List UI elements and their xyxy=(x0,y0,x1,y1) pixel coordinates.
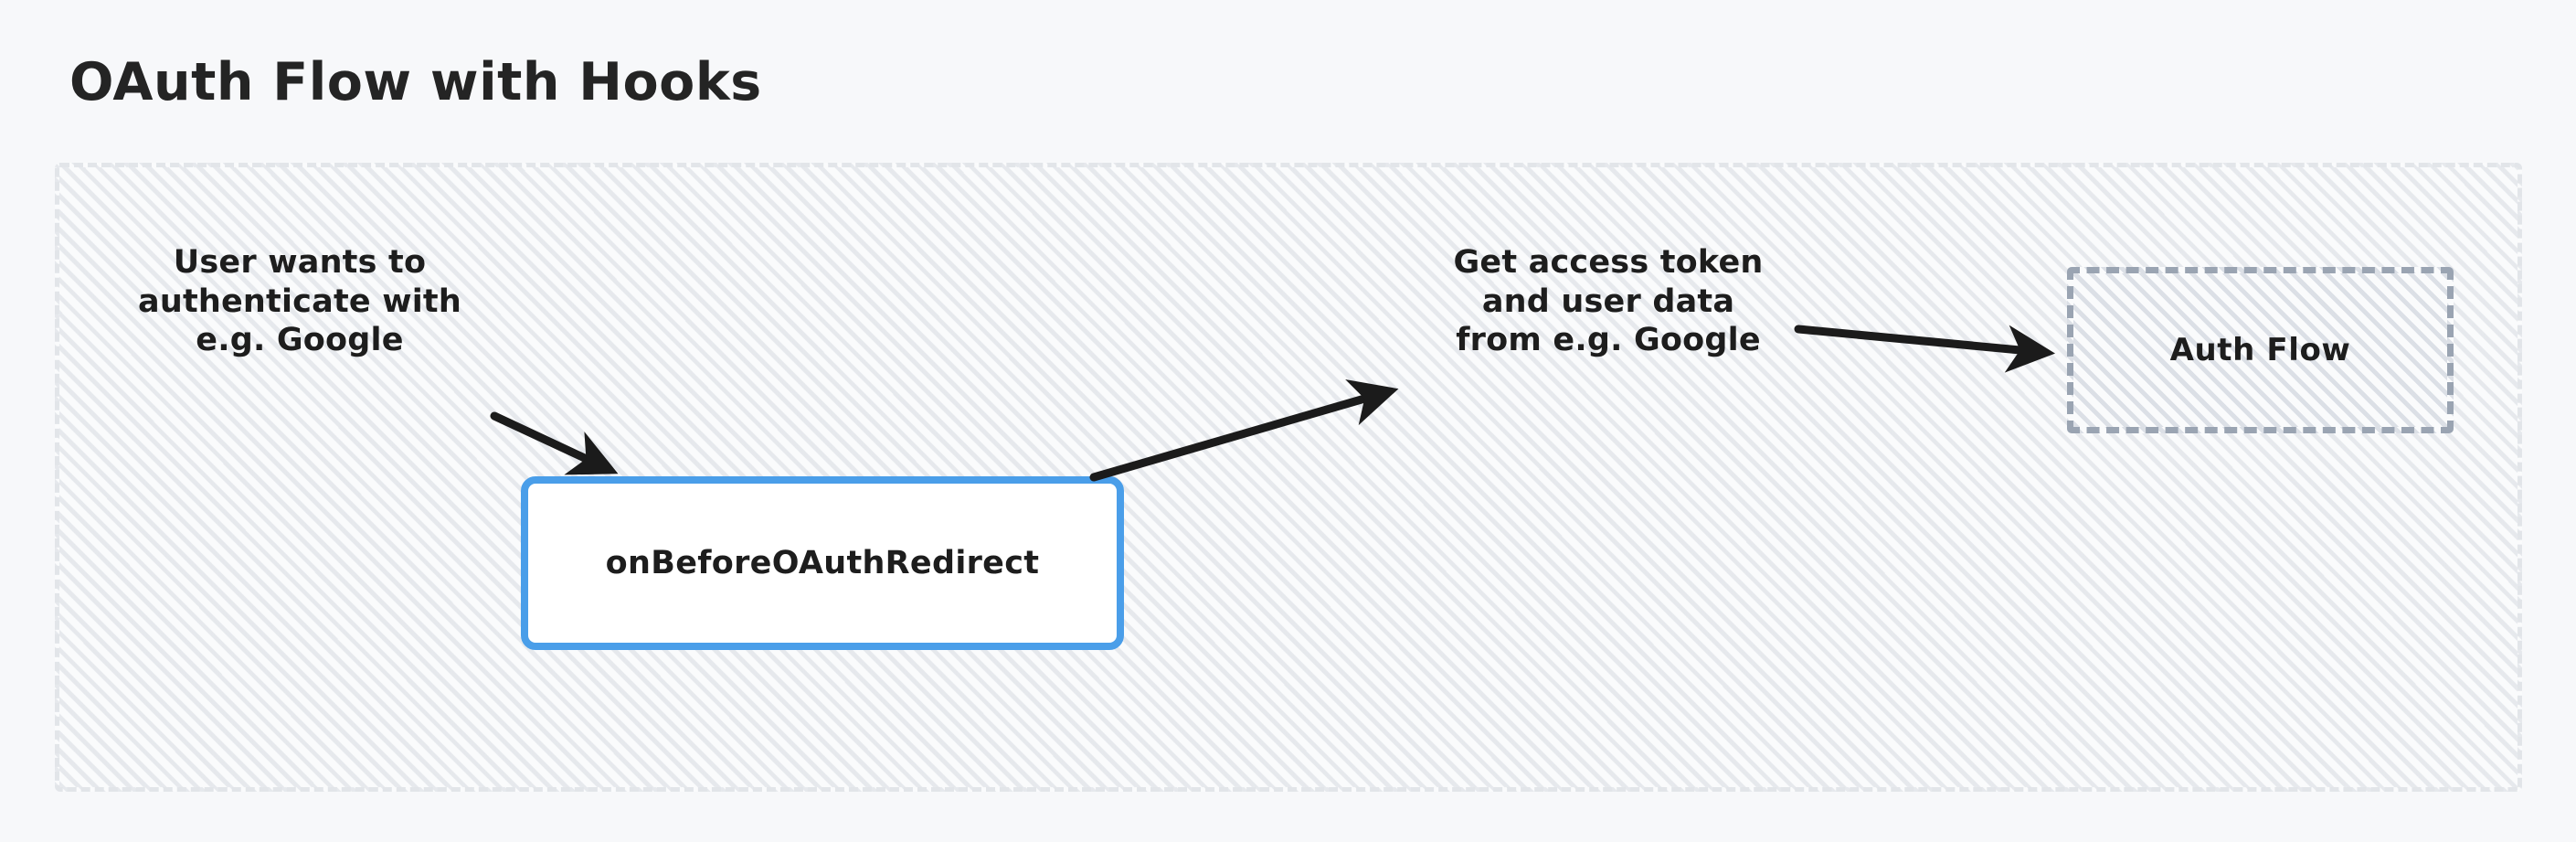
edge-label-get-access-token: Get access token and user data from e.g.… xyxy=(1453,244,1764,359)
node-auth-flow[interactable]: Auth Flow xyxy=(2067,267,2454,433)
page-title: OAuth Flow with Hooks xyxy=(69,52,762,112)
edge-label-user-authenticate: User wants to authenticate with e.g. Goo… xyxy=(138,244,461,359)
node-label: onBeforeOAuthRedirect xyxy=(605,545,1040,581)
node-on-before-oauth-redirect[interactable]: onBeforeOAuthRedirect xyxy=(521,476,1124,650)
node-label: Auth Flow xyxy=(2169,332,2351,368)
